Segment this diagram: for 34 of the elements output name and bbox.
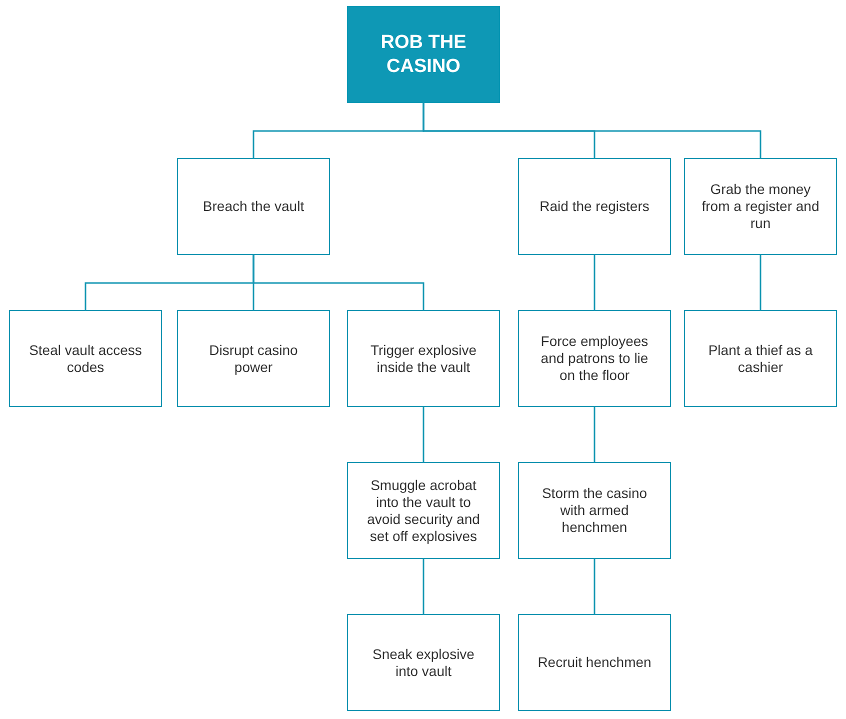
- task-box: [177, 310, 330, 407]
- connector-line: [594, 407, 596, 462]
- task-box: [347, 310, 500, 407]
- connector-line: [594, 255, 596, 310]
- connector-line: [594, 559, 596, 614]
- task-box: [518, 462, 671, 559]
- task-text: Recruit henchmen: [538, 654, 652, 671]
- task-box: [347, 462, 500, 559]
- task-box: [347, 614, 500, 711]
- goal-title: ROB THE CASINO: [380, 30, 468, 78]
- task-box: [518, 158, 671, 255]
- task-text: Sneak explosive into vault: [372, 646, 476, 680]
- task-text: Smuggle acrobat into the vault to avoid security and set off explosives: [366, 476, 481, 544]
- connector-line: [760, 255, 762, 310]
- task-box: [518, 310, 671, 407]
- task-text: Breach the vault: [202, 198, 304, 215]
- task-text: Steal vault access codes: [28, 342, 143, 376]
- root-box: [347, 6, 500, 103]
- task-text: Storm the casino with armed henchmen: [540, 485, 648, 536]
- connector-line: [422, 407, 424, 462]
- task-text: Trigger explosive inside the vault: [369, 342, 478, 376]
- task-text: Raid the registers: [540, 198, 650, 215]
- task-text: Force employees and patrons to lie on the floor: [540, 333, 650, 384]
- connector-line: [422, 559, 424, 614]
- connector-line: [422, 103, 762, 158]
- task-box: [177, 158, 330, 255]
- task-text: Grab the money from a register and run: [700, 181, 820, 232]
- task-text: Plant a thief as a cashier: [707, 342, 814, 376]
- task-text: Disrupt casino power: [208, 342, 299, 376]
- task-box: [9, 310, 162, 407]
- task-box: [684, 310, 837, 407]
- connector-line: [252, 255, 424, 310]
- task-box: [518, 614, 671, 711]
- task-box: [684, 158, 837, 255]
